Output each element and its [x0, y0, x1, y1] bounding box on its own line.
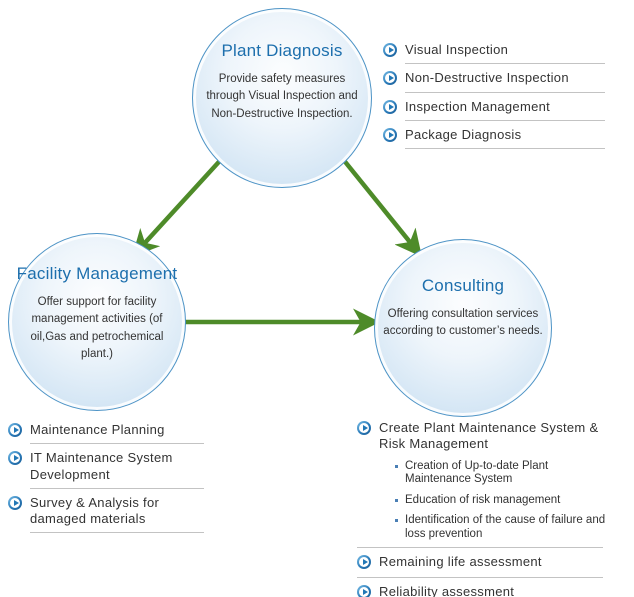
sub-item: Creation of Up-to-date Plant Maintenance… — [395, 460, 607, 487]
list-item: Inspection Management — [383, 99, 605, 121]
play-circle-icon — [357, 584, 371, 597]
play-circle-icon — [357, 555, 371, 570]
list-item: IT Maintenance System Development — [8, 450, 204, 489]
play-circle-icon — [383, 71, 397, 86]
sub-item: Education of risk management — [395, 494, 607, 508]
node-title-consulting: Consulting — [421, 276, 505, 295]
play-circle-icon — [8, 451, 22, 466]
list-item: Package Diagnosis — [383, 127, 605, 149]
list-item-label: Survey & Analysis for damaged materials — [30, 495, 204, 534]
node-consulting: Consulting Offering consultation service… — [374, 239, 552, 417]
list-item-label: Create Plant Maintenance System & Risk M… — [379, 420, 599, 452]
arrow-plant-consulting — [310, 123, 424, 259]
arrow-plant-facility — [130, 123, 256, 259]
node-description-consulting: Offering consultation services according… — [383, 308, 543, 338]
list-item: Maintenance Planning — [8, 422, 204, 445]
list-item: Create Plant Maintenance System & Risk M… — [357, 420, 603, 453]
list-item-label: Package Diagnosis — [405, 127, 605, 149]
list-item-label: Inspection Management — [405, 99, 605, 121]
list-item-label: Non-Destructive Inspection — [405, 70, 605, 93]
list-item: Visual Inspection — [383, 42, 605, 65]
node-title-facility-management: Facility Management — [16, 264, 178, 283]
node-description-plant-diagnosis: Provide safety measures through Visual I… — [206, 73, 358, 120]
list-item-label: Remaining life assessment — [379, 554, 542, 570]
list-item-label: IT Maintenance System Development — [30, 450, 204, 489]
play-circle-icon — [8, 495, 22, 510]
play-circle-icon — [383, 127, 397, 142]
play-circle-icon — [383, 99, 397, 114]
list-item: Remaining life assessment — [357, 554, 603, 578]
list-item: Survey & Analysis for damaged materials — [8, 495, 204, 534]
list-consulting: Create Plant Maintenance System & Risk M… — [357, 420, 605, 597]
sub-item-list: Creation of Up-to-date Plant Maintenance… — [395, 460, 605, 542]
play-circle-icon — [8, 423, 22, 437]
node-facility-management: Facility Management Offer support for fa… — [8, 233, 186, 411]
sub-item: Identification of the cause of failure a… — [395, 514, 607, 541]
list-item-label: Reliability assessment — [379, 583, 515, 597]
node-plant-diagnosis: Plant Diagnosis Provide safety measures … — [192, 8, 372, 188]
list-item: Non-Destructive Inspection — [383, 70, 605, 93]
list-item-label: Visual Inspection — [405, 42, 605, 65]
node-description-facility-management: Offer support for facility management ac… — [30, 296, 164, 360]
list-item-group: Create Plant Maintenance System & Risk M… — [357, 420, 605, 549]
play-circle-icon — [383, 43, 397, 57]
list-facility-management: Maintenance Planning IT Maintenance Syst… — [8, 422, 204, 539]
list-plant-diagnosis: Visual Inspection Non-Destructive Inspec… — [383, 42, 605, 155]
list-item-label: Maintenance Planning — [30, 422, 204, 445]
list-item: Reliability assessment — [357, 584, 603, 597]
play-circle-icon — [357, 421, 371, 435]
node-title-plant-diagnosis: Plant Diagnosis — [221, 41, 343, 60]
